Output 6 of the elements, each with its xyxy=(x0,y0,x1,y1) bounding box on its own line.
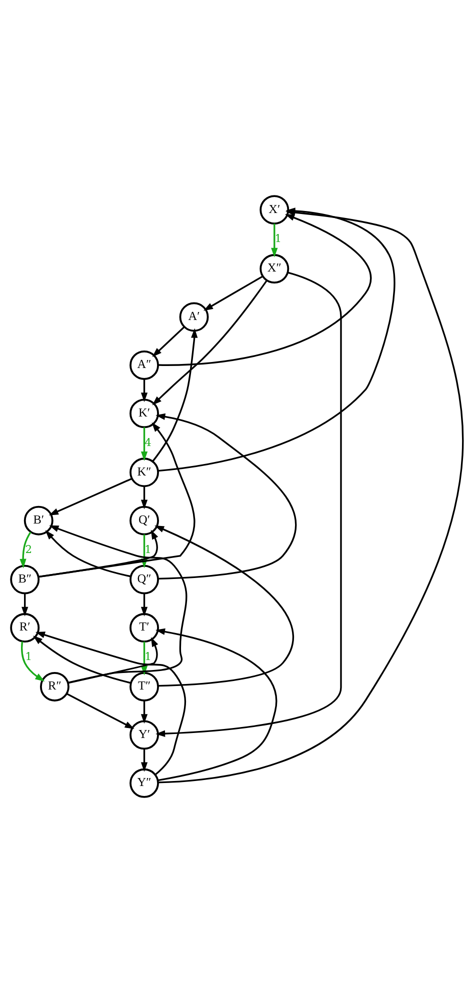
edge-label: 1 xyxy=(144,650,152,664)
edge-label: 4 xyxy=(144,436,152,449)
edge-label: 1 xyxy=(274,232,282,246)
edge-label: 1 xyxy=(25,650,32,664)
edge-label: 1 xyxy=(144,542,152,556)
edge-label: 2 xyxy=(25,542,32,556)
